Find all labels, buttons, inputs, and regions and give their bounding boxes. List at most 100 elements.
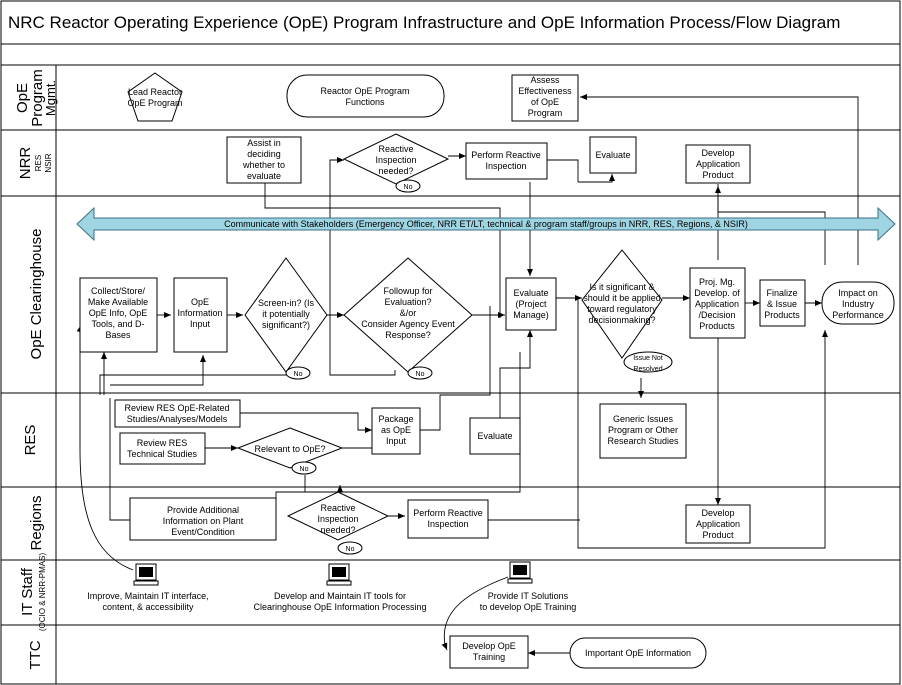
important-ope-information-oval: Important OpE Information [569,637,707,669]
reactive-reg-label-line: Inspection [317,514,358,524]
relevant-label-line: Relevant to OpE? [254,444,325,454]
computer-icon [326,563,352,586]
functions-label-line: Reactor OpE Program [320,86,409,96]
perform-nrr-label-line: Perform Reactive [471,150,541,160]
assess-label-line: Program [528,108,563,118]
proj-mg-label-line: Application [695,299,739,309]
svg-text:No: No [346,546,355,553]
ope-info-input-label-line: Input [190,319,211,329]
significant-label-line: decisionmaking? [588,315,655,325]
communicate-stakeholders-arrow: Communicate with Stakeholders (Emergency… [76,206,896,242]
significant-label-line: Is it significant & [589,282,654,292]
computer-icon [133,563,159,586]
issue-not-resolved-label-line: Resolved [633,366,662,373]
svg-text:Relevant to OpE?: Relevant to OpE? [254,444,325,454]
collect-label-line: Bases [105,330,131,340]
no-label-screen: No [285,366,311,380]
review-res-ope-label-line: Review RES OpE-Related [124,403,229,413]
proj-mg-label-line: Products [699,321,735,331]
lane-label-ttc: TTC [27,640,44,669]
evaluate-pm-label-line: (Project [515,299,547,309]
svg-text:(OCIO & NRR-PMAS): (OCIO & NRR-PMAS) [38,553,47,632]
diagram-title: NRC Reactor Operating Experience (OpE) P… [8,13,840,32]
reactive-nrr-label-line: Reactive [378,144,413,154]
reactive-reg-label-line: needed? [320,525,355,535]
screen-in-label-line: significant?) [262,320,310,330]
reactive-reg-label-line: Reactive [320,503,355,513]
svg-text:Evaluate: Evaluate [595,150,630,160]
perform-reg-label-line: Inspection [427,519,468,529]
generic-issues-label-line: Program or Other [608,425,678,435]
svg-text:IT Staff: IT Staff [19,567,36,616]
assist-label-line: whether to [242,160,285,170]
develop-app-nrr-label-line: Develop [701,148,734,158]
perform-nrr-label-line: Inspection [485,161,526,171]
reactive-nrr-label-line: Inspection [375,155,416,165]
develop-app-reg-label-line: Product [702,530,734,540]
evaluate-nrr-label-line: Evaluate [595,150,630,160]
svg-text:Program: Program [29,69,46,127]
package-label-line: as OpE [381,425,411,435]
finalize-label-line: Products [764,310,800,320]
lead-reactor-label-line: OpE Program [127,98,182,108]
important-info-label-line: Important OpE Information [585,648,691,658]
followup-label-line: Consider Agency Event [361,319,455,329]
no-label-relevant: No [291,461,317,475]
it-improve-text: Improve, Maintain IT interface,content, … [87,591,208,612]
it2-label-line: Develop and Maintain IT tools for [274,591,406,601]
collect-label-line: Collect/Store/ [91,286,146,296]
develop-training-label-line: Develop OpE [462,641,516,651]
significant-label-line: should it be applied [583,293,661,303]
svg-text:RES: RES [34,155,43,171]
svg-text:No: No [294,371,303,378]
ope-info-input-label-line: Information [177,308,222,318]
impact-label-line: Performance [832,310,884,320]
evaluate-nrr-box: Evaluate [589,136,637,174]
review-res-tech-label-line: Technical Studies [127,449,198,459]
it1-label-line: content, & accessibility [102,602,194,612]
no-label-nrr: No [395,179,421,193]
svg-text:NSIR: NSIR [44,153,53,172]
assist-label-line: evaluate [247,171,281,181]
svg-text:Evaluate: Evaluate [477,431,512,441]
ope-info-input-label-line: OpE [191,297,209,307]
lane-label-clearinghouse: OpE Clearinghouse [28,229,45,360]
no-label-followup: No [407,366,433,380]
perform-reg-label-line: Perform Reactive [413,508,483,518]
svg-text:Is it significant &should it b: Is it significant &should it be appliedt… [583,282,661,325]
